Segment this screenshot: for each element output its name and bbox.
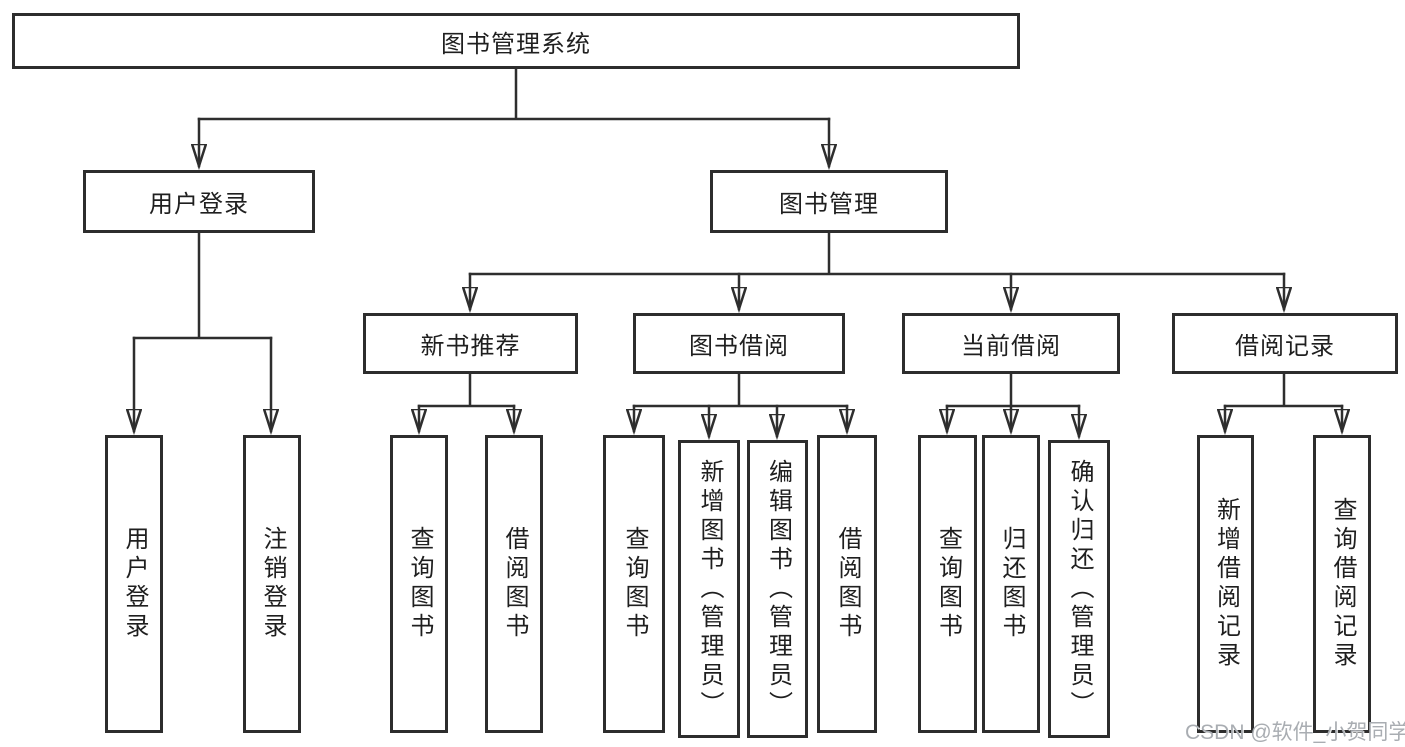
node-new-books-label: 新书推荐 <box>420 333 521 360</box>
node-current-borrow: 当前借阅 <box>902 313 1120 374</box>
node-leaf-query-borrow-record-label: 查询借阅记录 <box>1329 497 1356 671</box>
node-leaf-borrow-books-2-label: 借阅图书 <box>834 526 861 642</box>
node-leaf-query-books-3-label: 查询图书 <box>934 526 962 642</box>
node-leaf-borrow-books-2: 借阅图书 <box>817 435 877 733</box>
connector-root <box>197 66 831 121</box>
node-leaf-user-login-label: 用户登录 <box>121 526 148 642</box>
node-leaf-add-book-admin: 新增图书（管理员） <box>678 440 740 738</box>
node-book-borrow: 图书借阅 <box>633 313 845 374</box>
node-leaf-query-books-3: 查询图书 <box>918 435 977 733</box>
connector-user-login <box>132 231 273 340</box>
node-leaf-borrow-books-1-label: 借阅图书 <box>501 526 528 642</box>
node-user-login: 用户登录 <box>83 170 315 233</box>
node-leaf-query-books-2: 查询图书 <box>603 435 665 733</box>
node-leaf-add-book-admin-label: 新增图书（管理员） <box>696 458 723 720</box>
node-new-books: 新书推荐 <box>363 313 578 374</box>
node-book-management: 图书管理 <box>710 170 948 233</box>
connector-book-management <box>468 231 1286 276</box>
node-leaf-add-borrow-record: 新增借阅记录 <box>1197 435 1254 733</box>
node-leaf-edit-book-admin-label: 编辑图书（管理员） <box>764 458 792 720</box>
node-book-management-label: 图书管理 <box>779 191 879 218</box>
node-root-label: 图书管理系统 <box>441 30 591 58</box>
node-borrow-records-label: 借阅记录 <box>1235 333 1335 360</box>
node-leaf-confirm-return-admin: 确认归还（管理员） <box>1048 440 1110 738</box>
node-borrow-records: 借阅记录 <box>1172 313 1398 374</box>
node-leaf-user-login: 用户登录 <box>105 435 163 733</box>
connector-new-books <box>417 372 516 408</box>
node-book-borrow-label: 图书借阅 <box>689 333 789 360</box>
node-leaf-logout: 注销登录 <box>243 435 301 733</box>
node-leaf-query-books-1-label: 查询图书 <box>406 526 433 642</box>
node-leaf-confirm-return-admin-label: 确认归还（管理员） <box>1066 458 1093 720</box>
node-leaf-query-borrow-record: 查询借阅记录 <box>1313 435 1371 733</box>
node-leaf-query-books-1: 查询图书 <box>390 435 448 733</box>
node-leaf-add-borrow-record-label: 新增借阅记录 <box>1212 497 1240 671</box>
watermark: CSDN @软件_小贺同学 <box>1185 721 1405 744</box>
connector-borrow-records <box>1223 372 1344 408</box>
node-user-login-label: 用户登录 <box>149 191 249 218</box>
connector-book-borrow <box>632 372 849 408</box>
node-leaf-return-books: 归还图书 <box>982 435 1040 733</box>
node-root-system: 图书管理系统 <box>12 13 1020 69</box>
node-leaf-borrow-books-1: 借阅图书 <box>485 435 543 733</box>
node-leaf-return-books-label: 归还图书 <box>998 526 1025 642</box>
connector-current-borrow <box>945 372 1081 408</box>
node-leaf-edit-book-admin: 编辑图书（管理员） <box>747 440 808 738</box>
node-current-borrow-label: 当前借阅 <box>961 333 1061 360</box>
node-leaf-query-books-2-label: 查询图书 <box>621 526 648 642</box>
node-leaf-logout-label: 注销登录 <box>259 526 286 642</box>
